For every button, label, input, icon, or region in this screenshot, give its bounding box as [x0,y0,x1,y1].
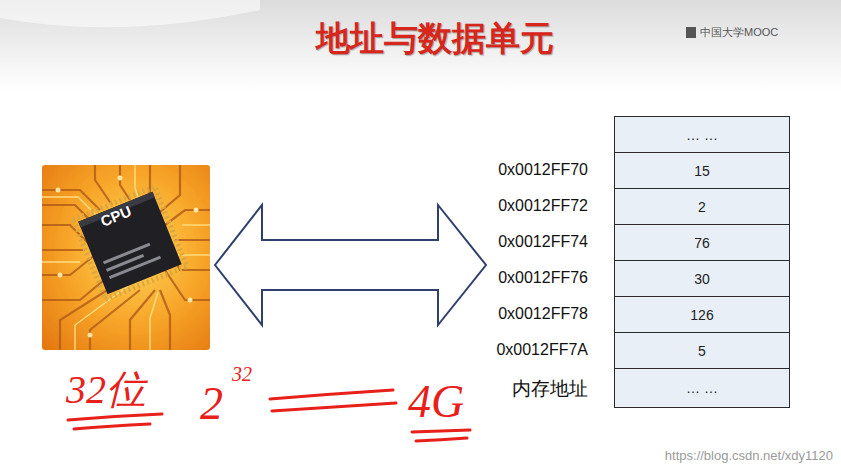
memory-address: 0x0012FF74 [440,231,588,253]
cell-value: … … [686,379,718,397]
cell-value: 126 [690,306,713,324]
memory-cell: … … [614,116,790,153]
cell-value: … … [686,126,718,144]
cell-value: 15 [694,162,710,180]
memory-address: 0x0012FF78 [440,303,588,325]
memory-address: 0x0012FF76 [440,267,588,289]
handwritten-note: 4G [408,376,464,428]
cell-value: 76 [694,234,710,252]
memory-cell: 76 [614,224,790,261]
memory-cell: 15 [614,152,790,189]
cell-value: 5 [698,342,706,360]
memory-cell: 126 [614,296,790,333]
handwritten-exponent: 32 [232,362,252,386]
cell-value: 30 [694,270,710,288]
memory-address: 0x0012FF70 [440,159,588,181]
cell-value: 2 [698,198,706,216]
watermark: https://blog.csdn.net/xdy1120 [665,448,833,464]
logo-icon [686,27,696,38]
header-shine [0,0,260,27]
memory-cell: … … [614,368,790,408]
chip-marking: CPU [98,202,134,231]
slide-title: 地址与数据单元 [290,16,580,60]
memory-cell: 30 [614,260,790,297]
handwritten-note: 2 [200,378,223,430]
handwritten-note: 32位 [66,366,146,414]
logo-text: 中国大学MOOC [700,25,778,40]
memory-cell: 5 [614,332,790,369]
cpu-picture [42,165,210,350]
memory-cell: 2 [614,188,790,225]
memory-address: 0x0012FF7A [440,339,588,361]
double-arrow [215,205,486,325]
header-band [0,0,841,92]
memory-address: 0x0012FF72 [440,195,588,217]
